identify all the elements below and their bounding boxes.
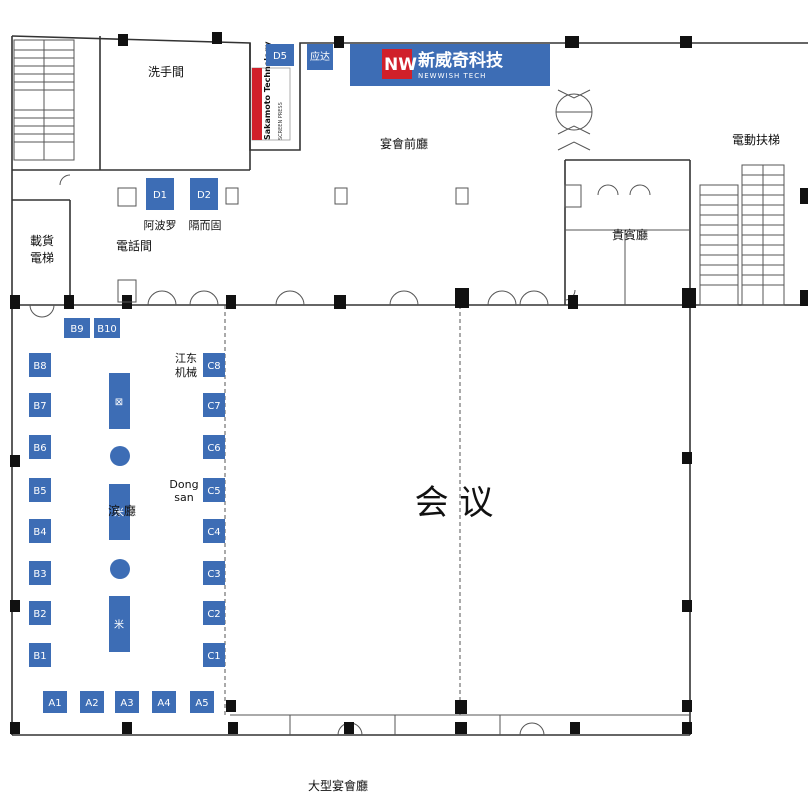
hall-partial-label: 滨 廳 — [108, 503, 136, 518]
booth-c6[interactable]: C6 — [203, 435, 225, 459]
booth-b9[interactable]: B9 — [64, 318, 90, 338]
sakamoto-name: Sakamoto Technology — [263, 41, 272, 140]
svg-text:D2: D2 — [197, 190, 211, 201]
fountain-fixture — [555, 89, 593, 151]
booth-d1[interactable]: D1 — [146, 178, 174, 210]
round-table-2[interactable] — [110, 559, 130, 579]
svg-text:C4: C4 — [207, 527, 220, 538]
meeting-label: 会 议 — [415, 483, 494, 523]
booth-a2[interactable]: A2 — [80, 691, 104, 713]
sakamoto-banner: Sakamoto Technology SCREEN PRESS — [251, 41, 291, 141]
svg-text:米: 米 — [114, 506, 124, 519]
newwish-sub: NEWWISH TECH — [418, 72, 486, 80]
booth-b4[interactable]: B4 — [29, 519, 51, 543]
prefunction-label: 宴會前廳 — [380, 136, 428, 151]
booth-b2[interactable]: B2 — [29, 601, 51, 625]
svg-text:C1: C1 — [207, 651, 220, 662]
booth-b10[interactable]: B10 — [94, 318, 120, 338]
booth-a5[interactable]: A5 — [190, 691, 214, 713]
svg-text:A4: A4 — [157, 698, 170, 709]
svg-text:B5: B5 — [33, 486, 46, 497]
booth-yingda[interactable]: 应达 — [307, 44, 333, 70]
svg-text:A2: A2 — [85, 698, 98, 709]
booth-c4[interactable]: C4 — [203, 519, 225, 543]
svg-text:B6: B6 — [33, 443, 46, 454]
booth-c2[interactable]: C2 — [203, 601, 225, 625]
svg-text:D1: D1 — [153, 190, 167, 201]
newwish-name: 新威奇科技 — [418, 50, 504, 71]
booth-c3[interactable]: C3 — [203, 561, 225, 585]
svg-text:C6: C6 — [207, 443, 220, 454]
booth-b7[interactable]: B7 — [29, 393, 51, 417]
c8-exhibitor-2: 机械 — [175, 365, 197, 379]
door-swings — [29, 174, 651, 736]
stairs-top-left — [13, 39, 75, 161]
svg-text:B1: B1 — [33, 651, 46, 662]
booth-c1[interactable]: C1 — [203, 643, 225, 667]
escalator-label: 電動扶梯 — [732, 132, 780, 147]
svg-text:A5: A5 — [195, 698, 208, 709]
vip-room-label: 貴賓廳 — [612, 227, 648, 242]
escalator-graphic — [699, 164, 785, 306]
restroom-label: 洗手間 — [148, 65, 184, 79]
room-labels: 洗手間 宴會前廳 電動扶梯 載貨 電梯 電話間 貴賓廳 滨 廳 会 议 大型宴會… — [30, 65, 780, 793]
c5-exhibitor-1: Dong — [169, 478, 198, 491]
svg-text:B10: B10 — [97, 324, 117, 335]
svg-text:C8: C8 — [207, 361, 220, 372]
center-stand-middle[interactable]: 米 — [109, 484, 130, 540]
booth-c8[interactable]: C8 — [203, 353, 225, 377]
center-stand-top[interactable]: ⊠ — [109, 373, 130, 429]
svg-text:C3: C3 — [207, 569, 220, 580]
svg-text:C5: C5 — [207, 486, 220, 497]
svg-text:A1: A1 — [48, 698, 61, 709]
svg-text:米: 米 — [114, 618, 124, 631]
sakamoto-sub: SCREEN PRESS — [278, 102, 284, 140]
c8-exhibitor-1: 江东 — [175, 352, 197, 365]
svg-text:A3: A3 — [120, 698, 133, 709]
grand-ballroom-label: 大型宴會廳 — [308, 778, 368, 793]
booth-b5[interactable]: B5 — [29, 478, 51, 502]
svg-text:C7: C7 — [207, 401, 220, 412]
svg-text:B8: B8 — [33, 361, 46, 372]
columns — [10, 32, 808, 734]
center-stand-bottom[interactable]: 米 — [109, 596, 130, 652]
svg-text:B4: B4 — [33, 527, 46, 538]
svg-text:B9: B9 — [70, 324, 83, 335]
newwish-banner: NW 新威奇科技 NEWWISH TECH — [350, 44, 550, 86]
booths: D5 应达 D1 D2 B9 B10 B8 B7 B6 B5 B4 B3 B2 … — [29, 44, 333, 713]
svg-text:B3: B3 — [33, 569, 46, 580]
svg-text:B2: B2 — [33, 609, 46, 620]
svg-text:B7: B7 — [33, 401, 46, 412]
booth-d5[interactable]: D5 — [266, 44, 294, 66]
newwish-logo-icon — [382, 49, 412, 79]
booth-b3[interactable]: B3 — [29, 561, 51, 585]
svg-text:⊠: ⊠ — [115, 397, 123, 408]
booth-d2[interactable]: D2 — [190, 178, 218, 210]
booth-b1[interactable]: B1 — [29, 643, 51, 667]
booth-b6[interactable]: B6 — [29, 435, 51, 459]
freight-elevator-label-1: 載貨 — [30, 233, 54, 248]
booth-a4[interactable]: A4 — [152, 691, 176, 713]
svg-text:D5: D5 — [273, 51, 287, 62]
booth-b8[interactable]: B8 — [29, 353, 51, 377]
round-table-1[interactable] — [110, 446, 130, 466]
c5-exhibitor-2: san — [174, 491, 193, 504]
phone-room-label: 電話間 — [116, 238, 152, 253]
booth-a3[interactable]: A3 — [115, 691, 139, 713]
newwish-logo-mark: NW — [384, 55, 417, 75]
small-fixtures — [117, 184, 582, 303]
walls — [11, 35, 808, 736]
d2-exhibitor: 隔而固 — [189, 219, 222, 232]
booth-c7[interactable]: C7 — [203, 393, 225, 417]
d1-exhibitor: 阿波罗 — [144, 219, 177, 232]
booth-a1[interactable]: A1 — [43, 691, 67, 713]
freight-elevator-label-2: 電梯 — [30, 251, 54, 265]
booth-c5[interactable]: C5 — [203, 478, 225, 502]
svg-text:C2: C2 — [207, 609, 220, 620]
partition-lines — [224, 305, 461, 715]
yingda-label: 应达 — [310, 50, 330, 63]
